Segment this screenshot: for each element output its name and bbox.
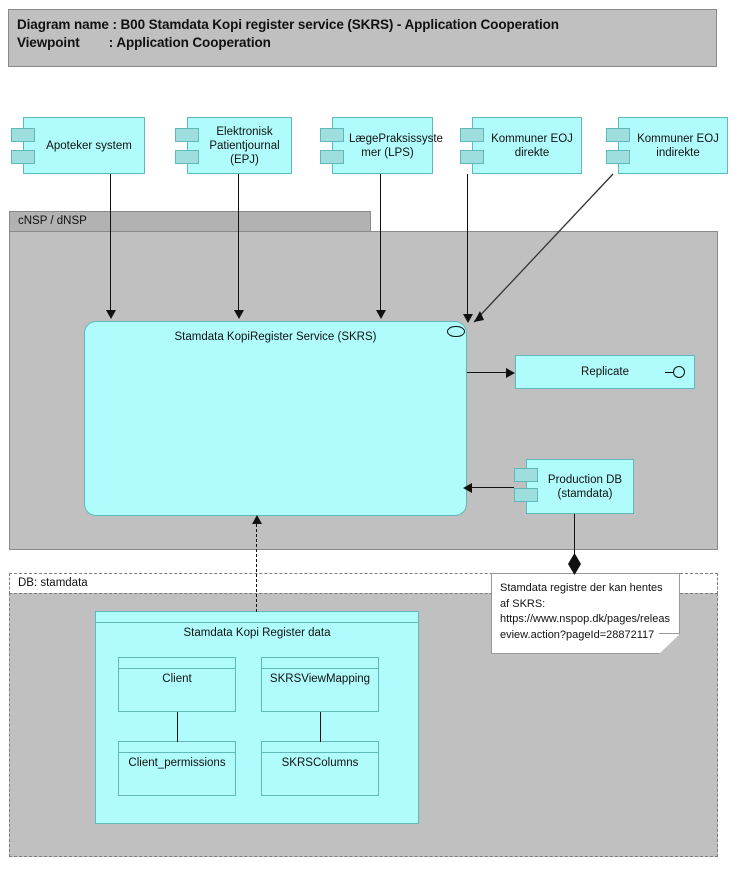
link-skrsviewmapping-to-skrscolumns — [320, 712, 321, 742]
component-tab-icon — [514, 488, 538, 502]
flow-kommuner-direkte-to-skrs — [467, 174, 468, 316]
component-apoteker-system[interactable]: Apoteker system — [23, 117, 145, 174]
aggregation-diamond-icon — [568, 553, 581, 575]
flow-lps-to-skrs — [380, 174, 381, 314]
component-tab-icon — [175, 128, 199, 142]
flow-skrs-to-replicate — [467, 372, 507, 373]
component-kommuner-eoj-direkte[interactable]: Kommuner EOJ direkte — [472, 117, 582, 174]
note-fold-edge — [659, 633, 680, 634]
lollipop-interface-icon — [665, 366, 689, 379]
arrowhead-down — [105, 310, 116, 319]
classifier-header-strip — [96, 612, 418, 623]
table-label: SKRSViewMapping — [269, 673, 371, 685]
component-kommuner-eoj-indirekte[interactable]: Kommuner EOJ indirekte — [618, 117, 728, 174]
classifier-header-strip — [119, 658, 235, 669]
component-label: LægePraksissyste mer (LPS) — [349, 132, 443, 159]
arrowhead-left — [463, 482, 472, 493]
component-tab-icon — [460, 150, 484, 164]
component-tab-icon — [460, 128, 484, 142]
replicate-label: Replicate — [581, 366, 629, 378]
diagram-title-banner: Diagram name : B00 Stamdata Kopi registe… — [8, 9, 717, 67]
db-group-tab: DB: stamdata — [9, 573, 718, 594]
service-label: Stamdata KopiRegister Service (SKRS) — [174, 331, 377, 343]
table-client-permissions[interactable]: Client_permissions — [118, 741, 236, 796]
viewpoint-line: Viewpoint : Application Cooperation — [17, 35, 271, 50]
table-label: Client — [162, 673, 192, 685]
table-label: Client_permissions — [128, 757, 226, 769]
diagram-name-line: Diagram name : B00 Stamdata Kopi registe… — [17, 17, 559, 32]
table-skrsviewmapping[interactable]: SKRSViewMapping — [261, 657, 379, 712]
component-label: Elektronisk Patientjournal (EPJ) — [209, 125, 280, 166]
component-tab-icon — [514, 468, 538, 482]
table-label: SKRSColumns — [281, 757, 359, 769]
component-elektronisk-patientjournal[interactable]: Elektronisk Patientjournal (EPJ) — [187, 117, 292, 174]
component-label: Production DB (stamdata) — [547, 473, 623, 500]
arrowhead-up — [251, 515, 262, 524]
table-client[interactable]: Client — [118, 657, 236, 712]
note-text: Stamdata registre der kan hentes af SKRS… — [500, 582, 670, 641]
component-tab-icon — [11, 128, 35, 142]
note-stamdata-registre[interactable]: Stamdata registre der kan hentes af SKRS… — [491, 573, 680, 654]
component-tab-icon — [606, 150, 630, 164]
link-productiondb-to-note — [574, 514, 575, 558]
flow-apoteker-to-skrs — [110, 174, 111, 314]
component-label: Apoteker system — [46, 139, 132, 152]
note-fold-corner-icon — [659, 634, 680, 654]
component-tab-icon — [11, 150, 35, 164]
component-tab-icon — [320, 150, 344, 164]
component-tab-icon — [320, 128, 344, 142]
nsp-group-tab: cNSP / dNSP — [9, 211, 371, 232]
table-skrscolumns[interactable]: SKRSColumns — [261, 741, 379, 796]
dependency-data-to-skrs — [256, 524, 257, 612]
component-laegepraksissystemer[interactable]: LægePraksissyste mer (LPS) — [332, 117, 443, 174]
package-label: Stamdata Kopi Register data — [183, 627, 331, 639]
classifier-header-strip — [119, 742, 235, 753]
component-tab-icon — [175, 150, 199, 164]
flow-epj-to-skrs — [238, 174, 239, 314]
classifier-header-strip — [262, 658, 378, 669]
link-client-to-client-permissions — [177, 712, 178, 742]
arrowhead-right — [506, 367, 515, 378]
flow-productiondb-to-skrs — [472, 487, 514, 488]
application-service-skrs[interactable]: Stamdata KopiRegister Service (SKRS) — [84, 321, 467, 516]
component-tab-icon — [606, 128, 630, 142]
arrowhead-down — [462, 314, 473, 323]
arrowhead-down — [233, 310, 244, 319]
classifier-header-strip — [262, 742, 378, 753]
component-production-db[interactable]: Production DB (stamdata) — [526, 459, 634, 514]
arrowhead-down — [375, 310, 386, 319]
component-label: Kommuner EOJ indirekte — [637, 132, 719, 159]
provided-interface-oval-icon — [447, 326, 465, 337]
component-label: Kommuner EOJ direkte — [491, 132, 573, 159]
